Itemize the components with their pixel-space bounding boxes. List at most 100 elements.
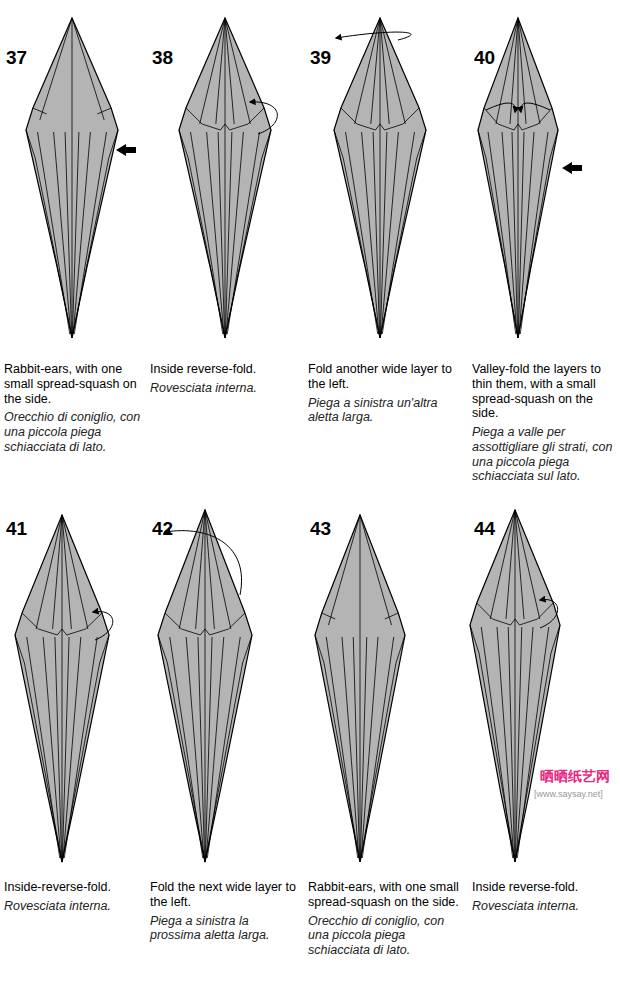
fold-line [72, 130, 118, 338]
origami-figure [470, 510, 560, 862]
fold-line [380, 18, 381, 338]
fold-line [225, 18, 250, 124]
fold-line [478, 130, 518, 338]
fold-line [198, 637, 205, 858]
caption-italian: Rovesciata interna. [150, 381, 300, 396]
origami-figure [158, 510, 252, 862]
fold-line [360, 515, 392, 625]
fold-line [22, 613, 102, 635]
fold-line [361, 637, 378, 858]
fold-line [334, 130, 380, 338]
fold-line [73, 132, 90, 334]
origami-figure [15, 515, 109, 862]
step-number: 41 [6, 518, 46, 540]
fold-line [62, 515, 63, 862]
fold-line [207, 132, 224, 334]
fold-line [497, 627, 514, 858]
fold-line [186, 637, 204, 858]
fold-line [360, 635, 405, 862]
fold-line [484, 108, 552, 130]
fold-line [205, 510, 231, 629]
caption-english: Rabbit-ears, with one small spread-squas… [4, 362, 144, 406]
caption-english: Rabbit-ears, with one small spread-squas… [308, 880, 463, 910]
fold-line [55, 637, 62, 858]
step-number: 39 [310, 47, 350, 69]
fold-line [470, 625, 515, 862]
caption-italian: Piega a sinistra un'altra aletta larga. [308, 396, 463, 426]
fold-line [216, 18, 225, 124]
fold-line [200, 18, 225, 124]
fold-line [373, 132, 379, 334]
caption-english: Fold another wide layer to the left. [308, 362, 463, 392]
model-outline [334, 18, 426, 338]
model-outline [158, 510, 252, 862]
fold-line [508, 627, 514, 858]
fold-line [315, 635, 360, 862]
step-number: 43 [310, 518, 350, 540]
fold-line [33, 108, 47, 114]
valley-arrow [486, 103, 515, 112]
caption-english: Inside reverse-fold. [150, 362, 300, 377]
fold-line [218, 132, 224, 334]
fold-line [518, 130, 558, 338]
step-number: 44 [474, 518, 514, 540]
fold-line [226, 132, 243, 334]
watermark: 晒晒纸艺网 [540, 768, 620, 785]
step-number: 40 [474, 47, 514, 69]
fold-line [72, 18, 104, 120]
step-number: 42 [152, 518, 192, 540]
origami-figure [26, 18, 118, 338]
fold-line [518, 18, 526, 124]
fold-line [322, 613, 336, 619]
step-number: 37 [6, 47, 46, 69]
fold-line [97, 108, 111, 114]
fold-line [43, 637, 61, 858]
fold-line [62, 515, 88, 629]
fold-line [510, 18, 518, 124]
fold-line [380, 18, 405, 124]
model-outline [470, 510, 560, 862]
fold-line [516, 627, 533, 858]
fold-line [380, 18, 389, 124]
fold-line [381, 132, 398, 334]
fold-line [179, 510, 205, 629]
fold-line [15, 635, 62, 862]
caption-english: Inside reverse-fold. [472, 880, 617, 895]
model-outline [26, 18, 118, 338]
fold-line [506, 510, 515, 619]
fold-line [225, 18, 226, 338]
fold-line [54, 132, 71, 334]
fold-line [380, 130, 426, 338]
fold-line [205, 510, 206, 862]
fold-arrow [165, 531, 242, 595]
fold-line [515, 510, 516, 862]
fold-line [353, 637, 359, 858]
origami-figure [334, 18, 426, 338]
fold-line [26, 130, 72, 338]
fold-line [196, 510, 205, 629]
model-outline [315, 515, 405, 862]
caption-italian: Orecchio di coniglio, con una piccola pi… [308, 914, 463, 958]
origami-figure [179, 18, 271, 338]
origami-figure [315, 515, 405, 862]
fold-line [362, 132, 379, 334]
fold-line [515, 510, 540, 619]
caption-italian: Piega a valle per assottigliare gli stra… [472, 425, 617, 484]
fold-line [225, 18, 234, 124]
fold-line [62, 515, 71, 629]
caption-italian: Rovesciata interna. [472, 899, 617, 914]
fold-line [502, 132, 517, 334]
fold-line [385, 613, 399, 619]
fold-arrow [93, 612, 113, 640]
fold-arrow [336, 32, 411, 40]
fold-line [206, 637, 224, 858]
caption-english: Fold the next wide layer to the left. [150, 880, 300, 910]
fold-line [63, 637, 81, 858]
fold-line [186, 108, 264, 130]
fold-line [519, 132, 534, 334]
fold-line [205, 635, 252, 862]
push-arrow [562, 162, 582, 174]
fold-line [65, 132, 71, 334]
fold-line [518, 18, 519, 338]
